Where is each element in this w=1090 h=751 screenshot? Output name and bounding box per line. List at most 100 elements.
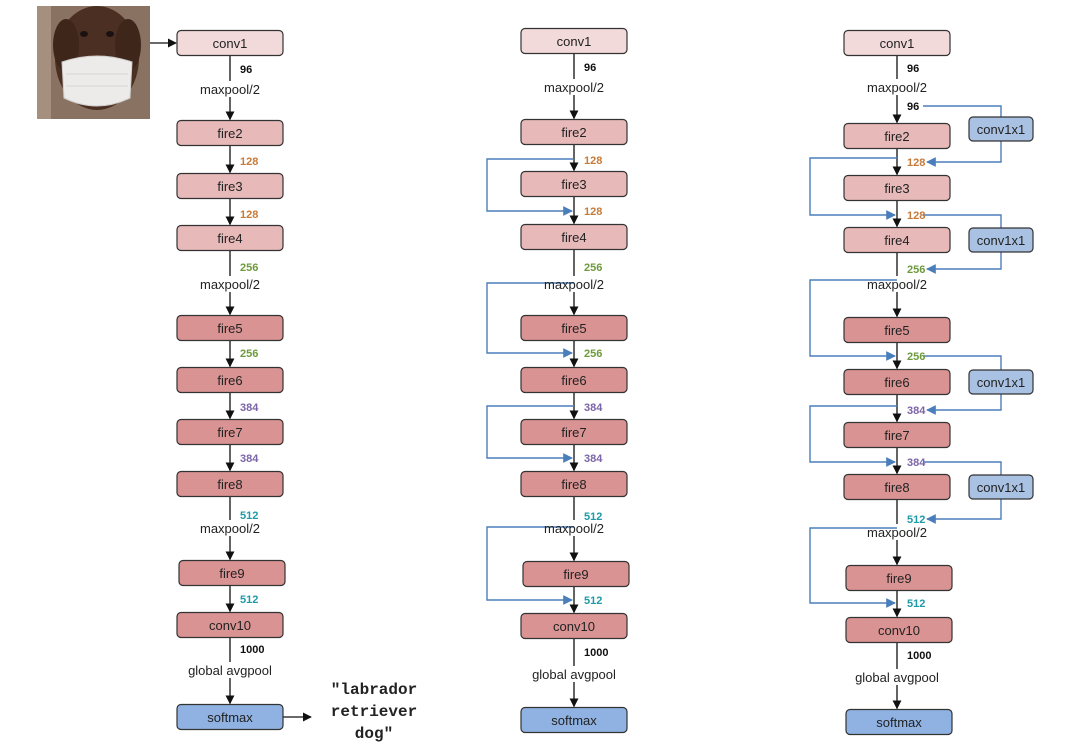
dog-ear-right bbox=[115, 19, 141, 71]
layer-box-shape bbox=[843, 29, 951, 57]
op-maxpool-2-label: maxpool/2 bbox=[200, 82, 260, 97]
channel-count-label: 384 bbox=[240, 402, 259, 414]
layer-softmax-box: softmax bbox=[176, 703, 284, 731]
bypass-connection bbox=[486, 526, 574, 605]
layer-softmax-label: softmax bbox=[876, 715, 922, 730]
layer-box-shape bbox=[845, 708, 953, 736]
layer-fire7-box: fire7 bbox=[843, 421, 951, 449]
layer-softmax-box: softmax bbox=[845, 708, 953, 736]
layer-box-shape bbox=[520, 27, 628, 55]
channel-count-label: 128 bbox=[584, 155, 602, 167]
bypass-connection bbox=[486, 158, 574, 216]
op-maxpool-2-label: maxpool/2 bbox=[544, 80, 604, 95]
dog-ear-left bbox=[53, 19, 79, 71]
layer-fire3-box: fire3 bbox=[176, 172, 284, 200]
layer-fire5-box: fire5 bbox=[520, 314, 628, 342]
layer-fire7-box: fire7 bbox=[520, 418, 628, 446]
layer-fire5-label: fire5 bbox=[217, 321, 242, 336]
conv1x1-box: conv1x1 bbox=[968, 227, 1034, 253]
channel-count-label: 256 bbox=[584, 348, 602, 360]
layer-conv1-box: conv1 bbox=[176, 29, 284, 57]
conv1x1-box: conv1x1 bbox=[968, 116, 1034, 142]
layer-box-shape bbox=[520, 314, 628, 342]
layer-conv1-label: conv1 bbox=[880, 36, 915, 51]
layer-fire4-box: fire4 bbox=[520, 223, 628, 251]
op-global-avgpool-label: global avgpool bbox=[532, 667, 616, 682]
network-column-complex-bypass: conv196maxpool/296fire2128fire3128fire42… bbox=[843, 29, 1034, 736]
layer-fire9-label: fire9 bbox=[219, 566, 244, 581]
layer-fire2-box: fire2 bbox=[176, 119, 284, 147]
layer-fire2-box: fire2 bbox=[520, 118, 628, 146]
layer-box-shape bbox=[176, 611, 284, 639]
layer-conv10-box: conv10 bbox=[176, 611, 284, 639]
layer-box-shape bbox=[843, 122, 951, 150]
layer-fire6-box: fire6 bbox=[176, 366, 284, 394]
channel-count-label: 128 bbox=[907, 157, 925, 169]
layer-fire8-label: fire8 bbox=[217, 477, 242, 492]
layer-conv10-label: conv10 bbox=[209, 618, 251, 633]
layer-conv1-box: conv1 bbox=[843, 29, 951, 57]
conv1x1-box: conv1x1 bbox=[968, 369, 1034, 395]
connection-lines bbox=[150, 38, 1002, 722]
channel-count-label: 512 bbox=[240, 510, 258, 522]
channel-count-label: 384 bbox=[240, 453, 259, 465]
conv1x1-bypass-out bbox=[926, 499, 1002, 524]
layer-box-shape bbox=[843, 421, 951, 449]
layer-fire9-label: fire9 bbox=[886, 571, 911, 586]
layer-fire5-box: fire5 bbox=[843, 316, 951, 344]
layer-box-shape bbox=[520, 366, 628, 394]
layer-fire2-label: fire2 bbox=[561, 125, 586, 140]
layer-fire7-label: fire7 bbox=[561, 425, 586, 440]
layer-fire9-box: fire9 bbox=[845, 564, 953, 592]
conv1x1-bypass-in bbox=[923, 355, 1002, 370]
layer-fire8-box: fire8 bbox=[520, 470, 628, 498]
op-maxpool-2-label: maxpool/2 bbox=[544, 521, 604, 536]
layer-box-shape bbox=[520, 418, 628, 446]
layer-box-shape bbox=[520, 612, 628, 640]
dog-eye-right bbox=[106, 31, 114, 37]
layer-fire3-box: fire3 bbox=[843, 174, 951, 202]
layer-conv10-label: conv10 bbox=[553, 619, 595, 634]
layer-box-shape bbox=[520, 706, 628, 734]
layer-fire4-box: fire4 bbox=[843, 226, 951, 254]
conv1x1-box-shape bbox=[968, 474, 1034, 500]
layer-fire9-box: fire9 bbox=[522, 560, 630, 588]
bypass-connection bbox=[809, 279, 897, 361]
conv1x1-bypass-in bbox=[923, 105, 1002, 117]
layer-fire2-box: fire2 bbox=[843, 122, 951, 150]
conv1x1-label: conv1x1 bbox=[977, 233, 1025, 248]
channel-count-label: 384 bbox=[584, 453, 603, 465]
layer-fire7-box: fire7 bbox=[176, 418, 284, 446]
layer-box-shape bbox=[843, 226, 951, 254]
layer-softmax-label: softmax bbox=[207, 710, 253, 725]
layer-fire6-label: fire6 bbox=[884, 375, 909, 390]
layer-softmax-box: softmax bbox=[520, 706, 628, 734]
conv1x1-box: conv1x1 bbox=[968, 474, 1034, 500]
conv1x1-label: conv1x1 bbox=[977, 480, 1025, 495]
layer-fire2-label: fire2 bbox=[884, 129, 909, 144]
conv1x1-label: conv1x1 bbox=[977, 122, 1025, 137]
layer-fire8-label: fire8 bbox=[561, 477, 586, 492]
layer-fire6-label: fire6 bbox=[217, 373, 242, 388]
layer-fire6-box: fire6 bbox=[843, 368, 951, 396]
layer-box-shape bbox=[176, 470, 284, 498]
layer-box-shape bbox=[845, 564, 953, 592]
channel-count-label: 96 bbox=[907, 101, 919, 113]
channel-count-label: 96 bbox=[240, 64, 252, 76]
op-maxpool-2-label: maxpool/2 bbox=[200, 277, 260, 292]
layer-softmax-label: softmax bbox=[551, 713, 597, 728]
layer-box-shape bbox=[176, 224, 284, 252]
layer-fire5-box: fire5 bbox=[176, 314, 284, 342]
layer-box-shape bbox=[176, 29, 284, 57]
layer-fire9-box: fire9 bbox=[178, 559, 286, 587]
prediction-label-line: "labrador bbox=[331, 681, 417, 699]
layer-fire5-label: fire5 bbox=[884, 323, 909, 338]
channel-count-label: 512 bbox=[584, 511, 602, 523]
network-column-simple: conv196maxpool/2fire2128fire3128fire4256… bbox=[176, 29, 286, 731]
channel-count-label: 512 bbox=[907, 514, 925, 526]
layer-fire6-label: fire6 bbox=[561, 373, 586, 388]
channel-count-label: 1000 bbox=[907, 650, 931, 662]
layer-conv1-label: conv1 bbox=[213, 36, 248, 51]
layer-fire8-box: fire8 bbox=[176, 470, 284, 498]
channel-count-label: 512 bbox=[240, 594, 258, 606]
